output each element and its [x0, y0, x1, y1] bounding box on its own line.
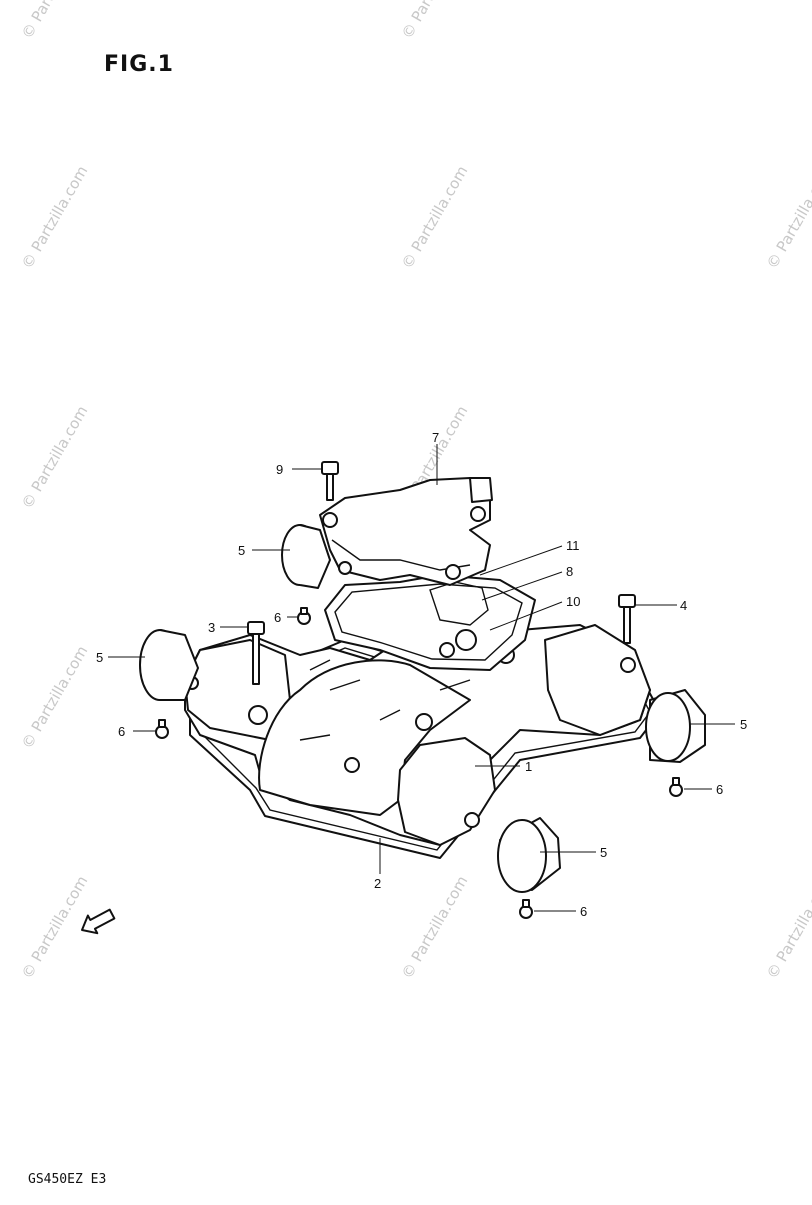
- cylinder-head-cover: [184, 624, 651, 846]
- screw-upper-left: [297, 607, 311, 625]
- cap-left-upper: [281, 524, 331, 589]
- bolt-right: [618, 594, 636, 644]
- callout-5: 5: [600, 845, 607, 860]
- cap-right-upper: [645, 689, 706, 763]
- figure-title: FIG.1: [104, 52, 174, 77]
- callout-6: 6: [716, 782, 723, 797]
- front-arrow-icon: [81, 908, 116, 935]
- callout-6: 6: [118, 724, 125, 739]
- screw-right: [669, 777, 683, 797]
- callout-3: 3: [208, 620, 215, 635]
- watermark: © Partzilla.com: [18, 643, 91, 752]
- callout-9: 9: [276, 462, 283, 477]
- callout-7: 7: [432, 430, 439, 445]
- bolt-boss: [620, 657, 636, 673]
- bolt-left: [247, 621, 265, 685]
- watermark: © Partzilla.com: [763, 163, 812, 272]
- screw-left: [155, 719, 169, 739]
- watermark: © Partzilla.com: [398, 873, 471, 982]
- bolt-boss: [464, 812, 480, 828]
- callout-10: 10: [566, 594, 580, 609]
- callout-4: 4: [680, 598, 687, 613]
- bolt-boss: [344, 757, 360, 773]
- bolt-boss: [248, 705, 268, 725]
- watermark: © Partzilla.com: [18, 873, 91, 982]
- watermark: © Partzilla.com: [18, 0, 91, 42]
- leader-lines: [108, 444, 735, 912]
- callout-6: 6: [580, 904, 587, 919]
- callout-6: 6: [274, 610, 281, 625]
- cap-left-lower: [139, 629, 199, 701]
- callout-5: 5: [740, 717, 747, 732]
- watermark: © Partzilla.com: [18, 163, 91, 272]
- watermark: © Partzilla.com: [763, 873, 812, 982]
- breather-plate: [324, 574, 536, 671]
- cap-right-lower: [497, 817, 561, 893]
- callout-1: 1: [525, 759, 532, 774]
- watermark: © Partzilla.com: [398, 0, 471, 42]
- watermark: © Partzilla.com: [398, 163, 471, 272]
- callout-11: 11: [566, 538, 580, 553]
- breather-bolt: [321, 461, 339, 501]
- callout-8: 8: [566, 564, 573, 579]
- callout-labels: 9 7 5 11 8 10 6 3 4 5 6 5 1 6 5 2 6: [96, 430, 747, 919]
- callout-5: 5: [96, 650, 103, 665]
- bolt-boss: [415, 713, 433, 731]
- watermark: © Partzilla.com: [18, 403, 91, 512]
- callout-2: 2: [374, 876, 381, 891]
- model-code: GS450EZ E3: [28, 1172, 107, 1187]
- breather-cover: [319, 477, 493, 586]
- screw-bottom: [519, 899, 533, 919]
- callout-5: 5: [238, 543, 245, 558]
